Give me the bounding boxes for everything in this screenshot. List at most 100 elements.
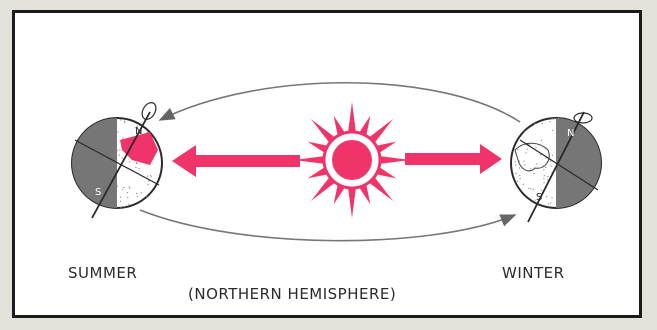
hemisphere-caption: (NORTHERN HEMISPHERE) (188, 285, 396, 303)
stipple-dot (550, 161, 551, 162)
stipple-dot (515, 173, 516, 174)
stipple-dot (515, 164, 516, 165)
earth-globe-icon: N S (511, 112, 601, 222)
stipple-dot (525, 152, 526, 153)
stipple-dot (124, 206, 125, 207)
stipple-dot (118, 154, 119, 155)
stipple-dot (147, 184, 148, 185)
summer-south-letter: S (95, 187, 101, 198)
stipple-dot (150, 129, 151, 130)
sun-icon (294, 102, 410, 218)
stipple-dot (514, 161, 515, 162)
stipple-dot (516, 123, 517, 124)
stipple-dot (524, 131, 525, 132)
stipple-dot (550, 202, 551, 203)
stipple-dot (146, 124, 147, 125)
stipple-dot (513, 186, 514, 187)
stipple-dot (533, 189, 534, 190)
stipple-dot (548, 203, 549, 204)
stipple-dot (536, 163, 537, 164)
stipple-dot (535, 147, 536, 148)
summer-north-letter: N (135, 126, 142, 137)
stipple-dot (136, 162, 137, 163)
stipple-dot (551, 197, 552, 198)
stipple-dot (544, 175, 545, 176)
stipple-dot (137, 196, 138, 197)
stipple-dot (122, 189, 123, 190)
stipple-dot (545, 167, 546, 168)
stipple-dot (117, 185, 118, 186)
rotation-arrow-icon (139, 100, 158, 122)
stipple-dot (154, 130, 155, 131)
stipple-dot (547, 176, 548, 177)
stipple-dot (138, 168, 139, 169)
stipple-dot (552, 130, 553, 131)
stipple-dot (543, 169, 544, 170)
sun-core (332, 140, 372, 180)
stipple-dot (152, 130, 153, 131)
stipple-dot (124, 121, 125, 122)
stipple-dot (526, 149, 527, 150)
stipple-dot (542, 123, 543, 124)
stipple-dot (518, 124, 519, 125)
stipple-dot (158, 195, 159, 196)
stipple-dot (129, 186, 130, 187)
stipple-dot (155, 205, 156, 206)
stipple-dot (119, 149, 120, 150)
sun-ray (348, 102, 356, 132)
stipple-dot (521, 128, 522, 129)
stipple-dot (159, 205, 160, 206)
stipple-dot (128, 203, 129, 204)
stipple-dot (120, 201, 121, 202)
stipple-dot (515, 125, 516, 126)
stipple-dot (541, 190, 542, 191)
stipple-dot (151, 176, 152, 177)
stipple-dot (552, 155, 553, 156)
stipple-dot (550, 165, 551, 166)
sun-ray (348, 188, 356, 218)
earth-globe-icon: N S (72, 100, 162, 218)
stipple-dot (543, 178, 544, 179)
stipple-dot (122, 137, 123, 138)
stipple-dot (127, 197, 128, 198)
stipple-dot (519, 167, 520, 168)
stipple-dot (516, 197, 517, 198)
stipple-dot (546, 196, 547, 197)
stipple-dot (141, 120, 142, 121)
stipple-dot (541, 140, 542, 141)
stipple-dot (117, 150, 118, 151)
stipple-dot (520, 178, 521, 179)
stipple-dot (122, 157, 123, 158)
stipple-dot (517, 181, 518, 182)
sunlight-arrow-right (405, 144, 502, 174)
stipple-dot (522, 122, 523, 123)
stipple-dot (528, 188, 529, 189)
winter-south-letter: S (536, 192, 542, 203)
stipple-dot (517, 149, 518, 150)
winter-north-letter: N (567, 128, 574, 139)
stipple-dot (519, 175, 520, 176)
sunlight-arrow-left (172, 145, 300, 177)
stipple-dot (127, 192, 128, 193)
stipple-dot (554, 118, 555, 119)
stipple-dot (543, 182, 544, 183)
stipple-dot (521, 126, 522, 127)
stipple-dot (514, 130, 515, 131)
stipple-dot (523, 161, 524, 162)
stipple-dot (120, 196, 121, 197)
stipple-dot (129, 161, 130, 162)
stipple-dot (530, 168, 531, 169)
stipple-dot (123, 187, 124, 188)
stipple-dot (524, 164, 525, 165)
stipple-dot (136, 193, 137, 194)
stipple-dot (135, 167, 136, 168)
stipple-dot (159, 134, 160, 135)
stipple-dot (129, 188, 130, 189)
stipple-dot (147, 176, 148, 177)
stipple-dot (150, 175, 151, 176)
stipple-dot (540, 118, 541, 119)
stipple-dot (523, 184, 524, 185)
summer-label: SUMMER (68, 264, 137, 282)
stipple-dot (120, 119, 121, 120)
